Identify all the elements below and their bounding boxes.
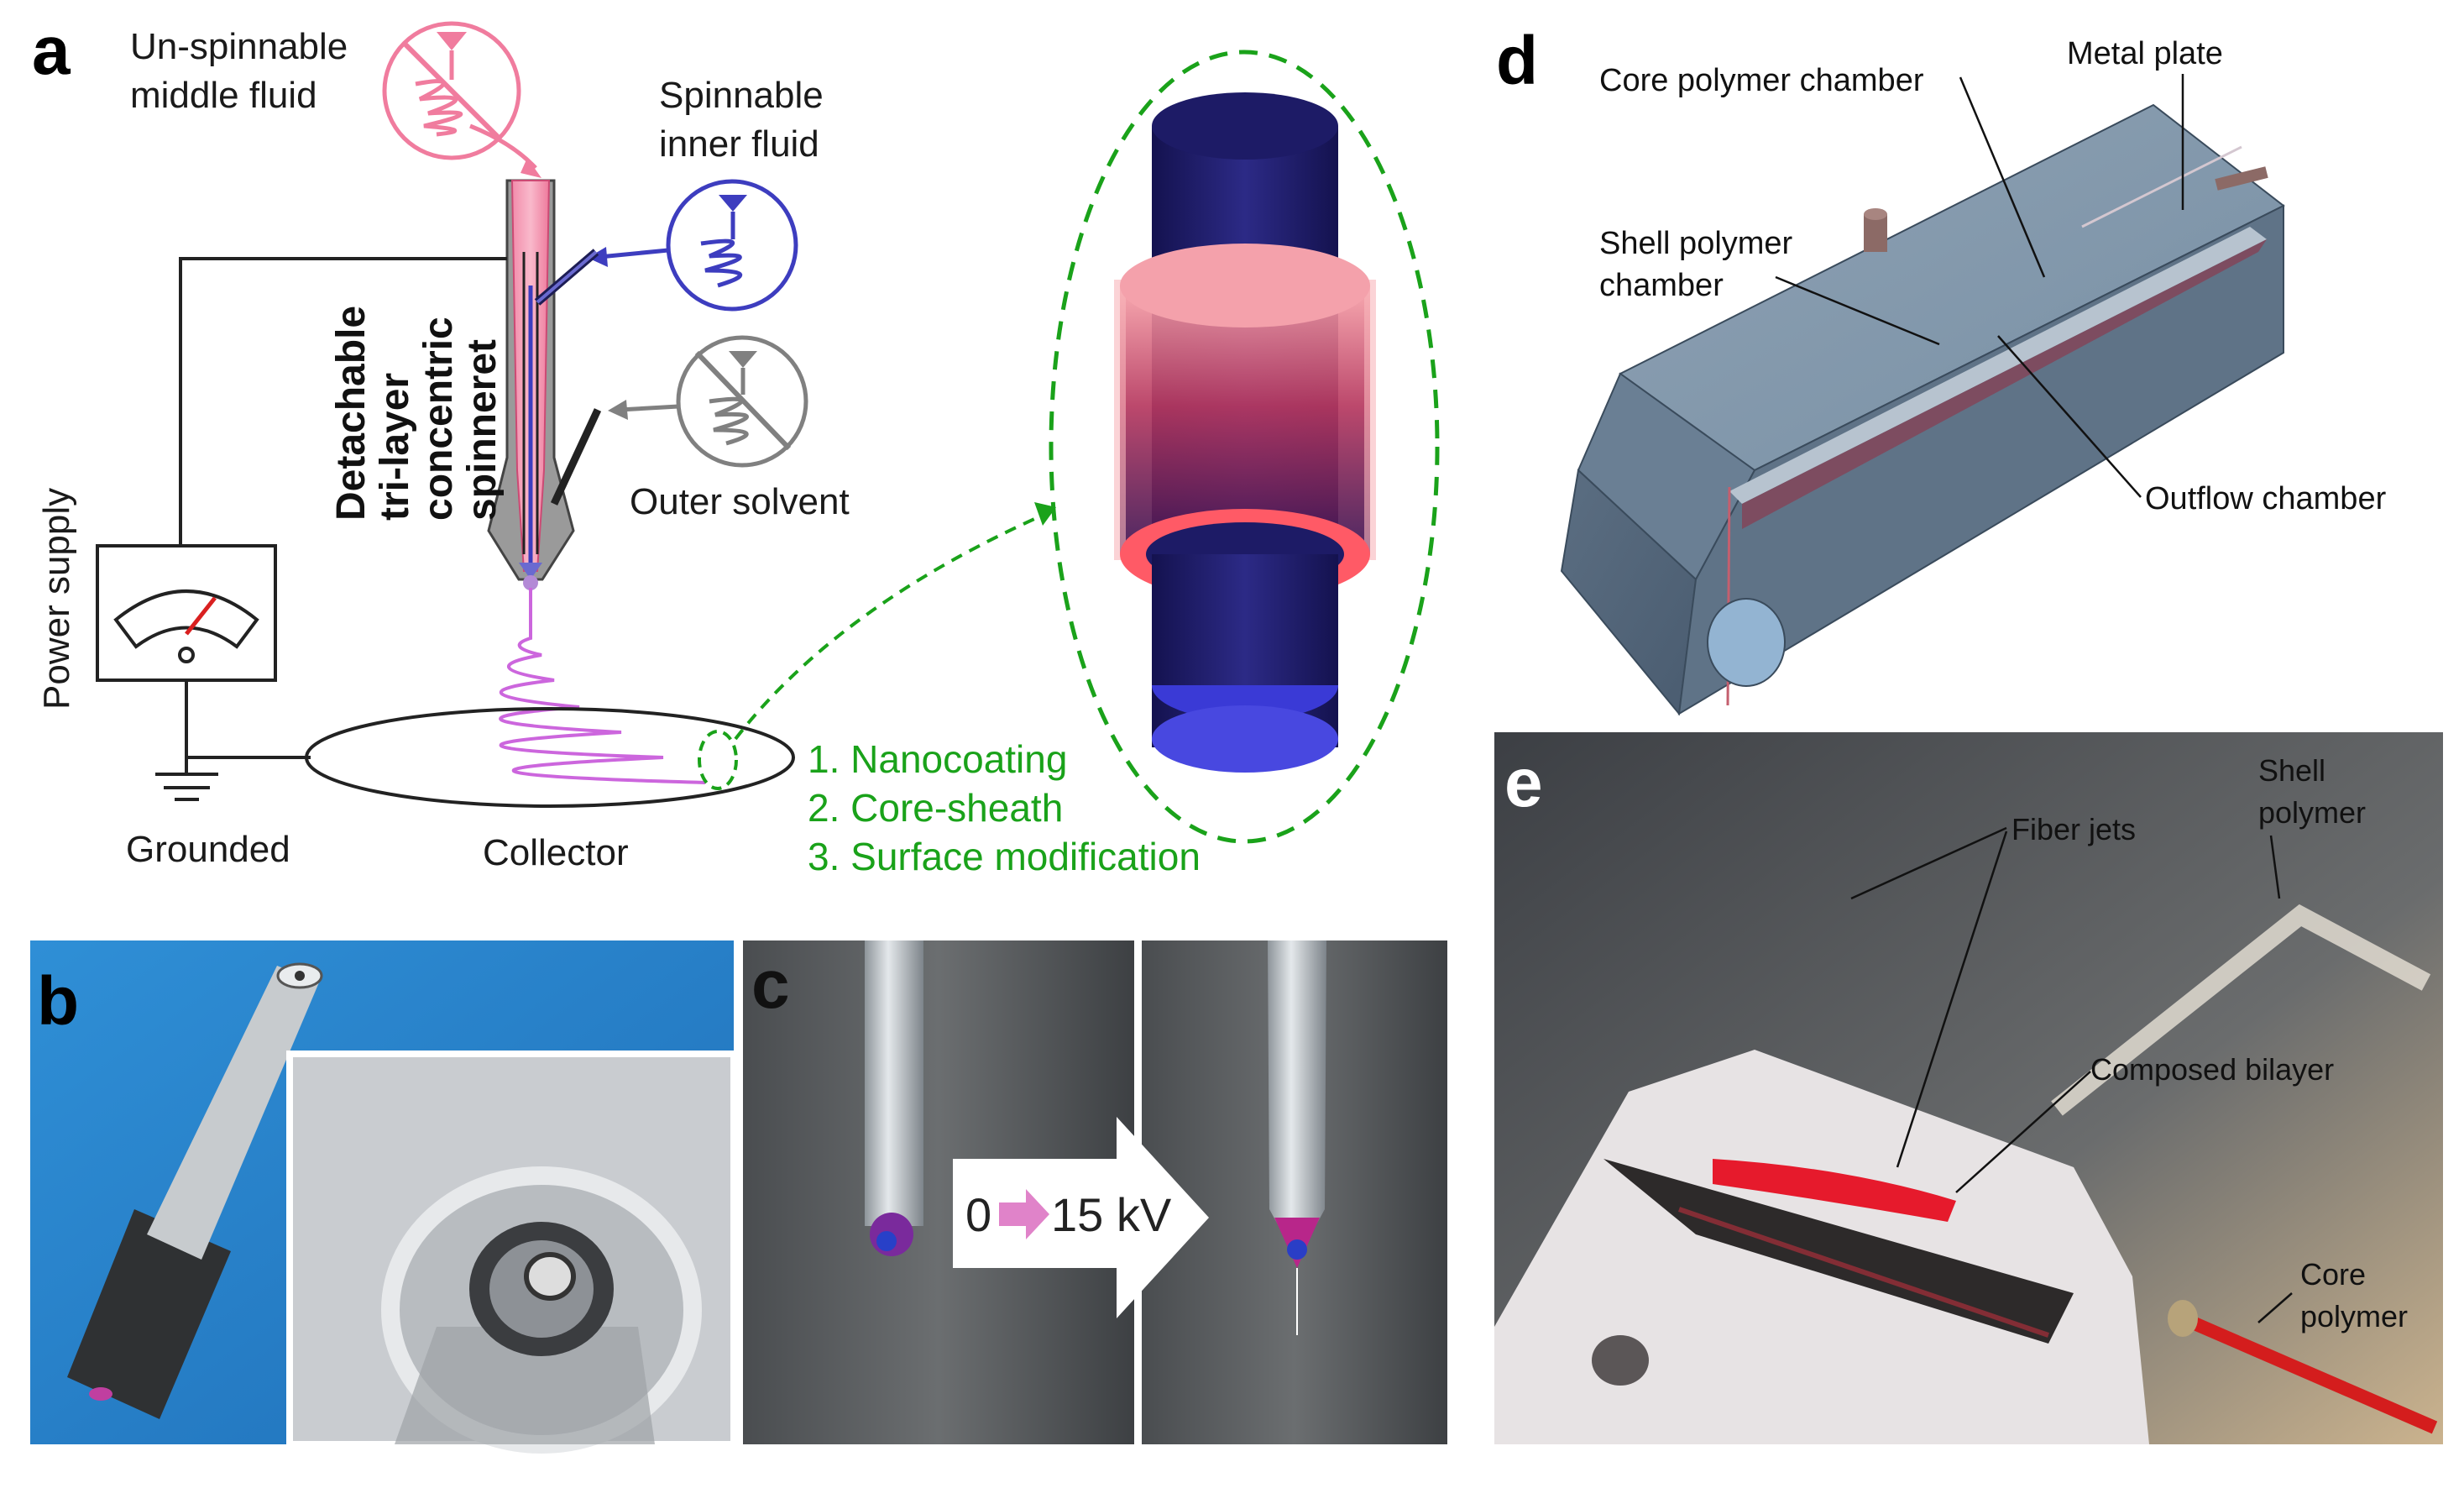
fiber-jets-label: Fiber jets xyxy=(2011,812,2136,846)
shell-polymer-label-1: Shell xyxy=(2258,753,2325,788)
collector-plate xyxy=(305,707,795,808)
needle-after xyxy=(1268,940,1326,1335)
shell-chamber-label-2: chamber xyxy=(1599,268,1724,303)
spinneret-icon xyxy=(487,179,602,590)
core-chamber-label: Core polymer chamber xyxy=(1599,63,1924,98)
inner-fluid-label-1: Spinnable xyxy=(659,75,824,116)
voltage-pink-arrow-icon xyxy=(999,1189,1049,1239)
spinneret-label-4: spinneret xyxy=(460,339,505,521)
panel-b: b xyxy=(30,940,737,1454)
application-2: 2. Core-sheath xyxy=(808,786,1063,830)
core-polymer-label-1: Core xyxy=(2300,1257,2366,1292)
zoom-fiber-outline xyxy=(1049,50,1440,844)
spinneret-label-1: Detachable xyxy=(329,306,374,521)
composed-bilayer-label: Composed bilayer xyxy=(2090,1052,2334,1087)
application-3: 3. Surface modification xyxy=(808,835,1201,878)
power-supply-circuit xyxy=(96,257,507,801)
panel-d: d Core polymer chamber Metal plate Shell… xyxy=(1496,23,2387,716)
shell-chamber-label-1: Shell polymer xyxy=(1599,226,1793,261)
panel-c-label: c xyxy=(751,946,790,1023)
voltage-arrow-icon xyxy=(953,1117,1209,1318)
voltage-from: 0 xyxy=(965,1188,991,1241)
spinneret-label-2: tri-layer xyxy=(373,373,417,521)
panel-a: a Un-spinnable middle fluid Spinnable in… xyxy=(32,13,1440,878)
zoom-arrow-head xyxy=(1034,502,1056,526)
collector-label: Collector xyxy=(483,832,629,873)
outer-solvent-unspinnable-icon xyxy=(608,335,808,468)
application-1: 1. Nanocoating xyxy=(808,737,1067,781)
inner-fluid-spinnable-icon xyxy=(588,179,798,312)
spinneret-block-3d xyxy=(1560,103,2285,716)
outflow-chamber-label: Outflow chamber xyxy=(2145,481,2387,516)
panel-e: e Fiber jets Shell polymer Composed bila… xyxy=(1494,732,2443,1444)
panel-b-label: b xyxy=(37,963,79,1040)
inner-fluid-label-2: inner fluid xyxy=(659,123,819,165)
fiber-jet xyxy=(499,588,706,784)
zoom-region-marker xyxy=(698,730,738,790)
outer-solvent-label: Outer solvent xyxy=(630,481,850,522)
shell-polymer-label-2: polymer xyxy=(2258,795,2366,830)
power-supply-label: Power supply xyxy=(36,488,77,710)
grounded-label: Grounded xyxy=(126,829,290,870)
core-sheath-fiber-icon xyxy=(1114,92,1376,773)
spinneret-photo xyxy=(67,962,323,1419)
zoom-connector xyxy=(734,511,1050,741)
voltage-to: 15 kV xyxy=(1051,1188,1172,1241)
spinneret-label-3: concentric xyxy=(416,317,461,521)
spinneret-photo-e xyxy=(1494,904,2438,1444)
core-polymer-label-2: polymer xyxy=(2300,1299,2408,1333)
panel-c: 0 15 kV c xyxy=(743,940,1447,1444)
middle-fluid-unspinnable-icon xyxy=(382,21,541,178)
middle-fluid-label-2: middle fluid xyxy=(130,75,317,116)
panel-a-label: a xyxy=(32,13,71,89)
needle-before xyxy=(865,940,923,1256)
panel-d-label: d xyxy=(1496,23,1538,99)
spinneret-tip-closeup xyxy=(381,1166,702,1454)
panel-e-label: e xyxy=(1504,745,1543,821)
middle-fluid-label-1: Un-spinnable xyxy=(130,26,348,67)
metal-plate-label: Metal plate xyxy=(2067,36,2223,71)
